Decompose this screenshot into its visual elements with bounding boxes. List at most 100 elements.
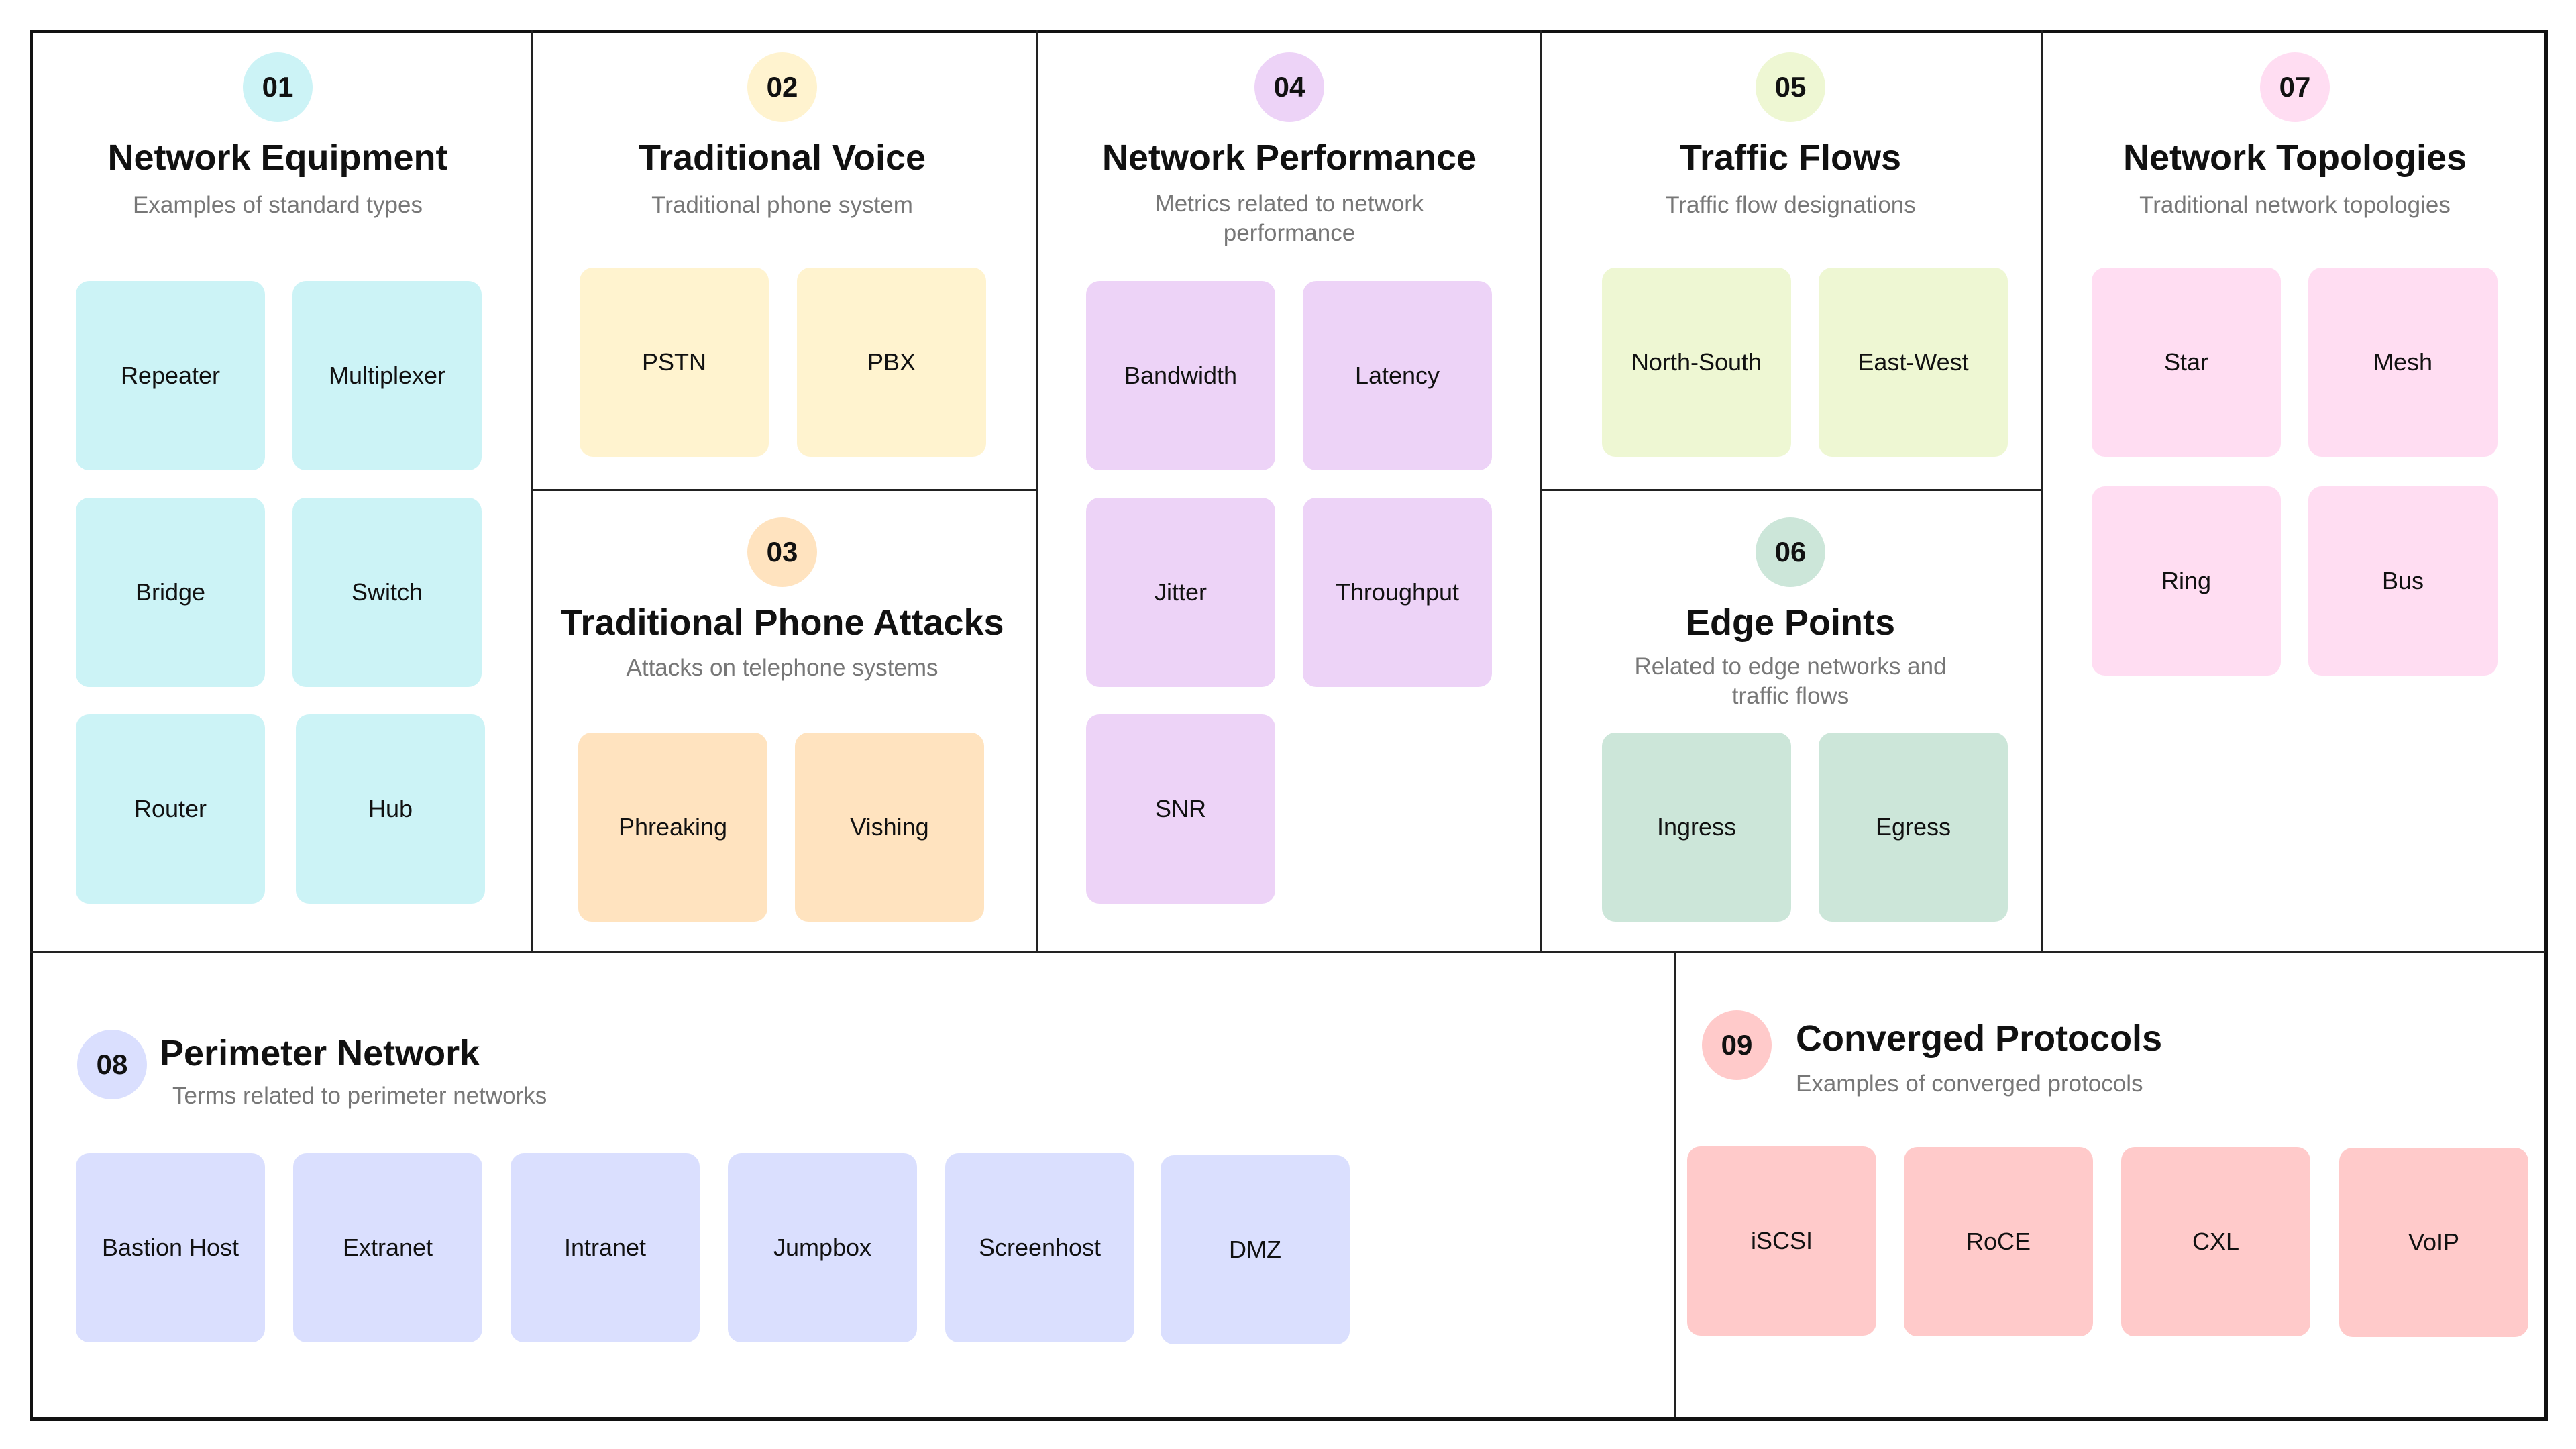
term-card-label: Extranet xyxy=(342,1234,433,1261)
term-card[interactable]: Phreaking xyxy=(578,733,767,922)
term-card-label: Ingress xyxy=(1656,813,1737,841)
term-card[interactable]: SNR xyxy=(1086,714,1275,904)
term-card-label: East-West xyxy=(1858,348,1969,376)
section-subtitle: Traditional network topologies xyxy=(2139,192,2451,218)
term-card[interactable]: CXL xyxy=(2121,1147,2310,1336)
term-card[interactable]: Switch xyxy=(292,498,482,687)
term-card[interactable]: Bastion Host xyxy=(76,1153,265,1342)
section-subtitle: Attacks on telephone systems xyxy=(626,655,938,681)
term-card-label: SNR xyxy=(1155,795,1206,822)
section-title: Network Performance xyxy=(1102,138,1477,178)
term-card-label: Bus xyxy=(2381,567,2424,594)
section-title: Edge Points xyxy=(1685,602,1896,643)
term-card[interactable]: Multiplexer xyxy=(292,281,482,470)
term-card[interactable]: Star xyxy=(2092,268,2281,457)
section-number-badge: 07 xyxy=(2260,52,2330,122)
section-number-badge: 09 xyxy=(1702,1010,1772,1080)
term-card-label: PBX xyxy=(867,348,916,376)
section-subtitle: Examples of standard types xyxy=(133,192,423,218)
term-card[interactable]: Throughput xyxy=(1303,498,1492,687)
term-card-label: iSCSI xyxy=(1750,1227,1813,1254)
term-card-label: CXL xyxy=(2192,1228,2240,1255)
section-number-badge: 03 xyxy=(747,517,817,587)
term-card[interactable]: Intranet xyxy=(511,1153,700,1342)
divider xyxy=(2041,30,2043,951)
term-card-label: Bridge xyxy=(135,578,206,606)
section-number-badge: 08 xyxy=(77,1030,147,1099)
term-card[interactable]: VoIP xyxy=(2339,1148,2528,1337)
term-card[interactable]: Hub xyxy=(296,714,485,904)
term-card-label: Bandwidth xyxy=(1124,362,1238,389)
term-card[interactable]: Ring xyxy=(2092,486,2281,676)
term-card[interactable]: Jitter xyxy=(1086,498,1275,687)
term-card-label: Star xyxy=(2163,348,2209,376)
term-card-label: Repeater xyxy=(120,362,221,389)
term-card-label: Intranet xyxy=(564,1234,647,1261)
divider xyxy=(1036,30,1038,951)
term-card-label: DMZ xyxy=(1229,1236,1281,1263)
section-title: Network Equipment xyxy=(107,138,448,178)
term-card[interactable]: Router xyxy=(76,714,265,904)
section-subtitle: Terms related to perimeter networks xyxy=(172,1083,547,1109)
section-number-badge: 05 xyxy=(1756,52,1825,122)
term-card-label: Switch xyxy=(351,578,423,606)
term-card[interactable]: PSTN xyxy=(580,268,769,457)
term-card[interactable]: iSCSI xyxy=(1687,1146,1876,1336)
term-card[interactable]: RoCE xyxy=(1904,1147,2093,1336)
term-card[interactable]: Latency xyxy=(1303,281,1492,470)
divider xyxy=(1674,951,1676,1417)
term-card-label: Bastion Host xyxy=(101,1234,239,1261)
term-card-label: Egress xyxy=(1875,813,1951,841)
section-title: Traffic Flows xyxy=(1679,138,1902,178)
term-card[interactable]: Repeater xyxy=(76,281,265,470)
section-subtitle: Related to edge networks and traffic flo… xyxy=(1634,653,1947,709)
section-number-badge: 06 xyxy=(1756,517,1825,587)
section-title: Network Topologies xyxy=(2123,138,2467,178)
term-card-label: Hub xyxy=(368,795,413,822)
term-card[interactable]: Mesh xyxy=(2308,268,2498,457)
divider xyxy=(30,951,2545,953)
section-title: Traditional Voice xyxy=(638,138,926,178)
section-title: Converged Protocols xyxy=(1796,1018,2163,1059)
section-number-badge: 02 xyxy=(747,52,817,122)
term-card[interactable]: Bus xyxy=(2308,486,2498,676)
term-card-label: Jitter xyxy=(1154,578,1207,606)
term-card-label: Screenhost xyxy=(978,1234,1102,1261)
section-number-badge: 01 xyxy=(243,52,313,122)
term-card[interactable]: Ingress xyxy=(1602,733,1791,922)
term-card-label: Latency xyxy=(1354,362,1440,389)
term-card[interactable]: East-West xyxy=(1819,268,2008,457)
section-title: Traditional Phone Attacks xyxy=(560,602,1004,643)
term-card[interactable]: Bandwidth xyxy=(1086,281,1275,470)
term-card-label: VoIP xyxy=(2408,1228,2460,1256)
section-subtitle: Traffic flow designations xyxy=(1665,192,1916,218)
term-card[interactable]: Vishing xyxy=(795,733,984,922)
term-card-label: Phreaking xyxy=(618,813,728,841)
term-card-label: North-South xyxy=(1631,348,1762,376)
term-card-label: Throughput xyxy=(1335,578,1460,606)
term-card-label: Multiplexer xyxy=(328,362,446,389)
section-title: Perimeter Network xyxy=(160,1033,480,1073)
section-subtitle: Traditional phone system xyxy=(651,192,913,218)
term-card[interactable]: Egress xyxy=(1819,733,2008,922)
divider xyxy=(1541,489,2042,491)
diagram-frame xyxy=(30,30,2548,1421)
term-card-label: Ring xyxy=(2161,567,2212,594)
term-card-label: Mesh xyxy=(2373,348,2433,376)
term-card[interactable]: DMZ xyxy=(1161,1155,1350,1344)
divider xyxy=(532,489,1036,491)
term-card-label: PSTN xyxy=(641,348,706,376)
term-card-label: RoCE xyxy=(1966,1228,2031,1255)
section-subtitle: Examples of converged protocols xyxy=(1796,1071,2143,1097)
term-card-label: Router xyxy=(133,795,207,822)
term-card[interactable]: Extranet xyxy=(293,1153,482,1342)
term-card[interactable]: North-South xyxy=(1602,268,1791,457)
term-card[interactable]: Bridge xyxy=(76,498,265,687)
term-card-label: Jumpbox xyxy=(773,1234,872,1261)
section-subtitle: Metrics related to network performance xyxy=(1155,191,1424,246)
term-card[interactable]: Screenhost xyxy=(945,1153,1134,1342)
term-card[interactable]: PBX xyxy=(797,268,986,457)
term-card-label: Vishing xyxy=(850,813,929,841)
section-number-badge: 04 xyxy=(1254,52,1324,122)
term-card[interactable]: Jumpbox xyxy=(728,1153,917,1342)
